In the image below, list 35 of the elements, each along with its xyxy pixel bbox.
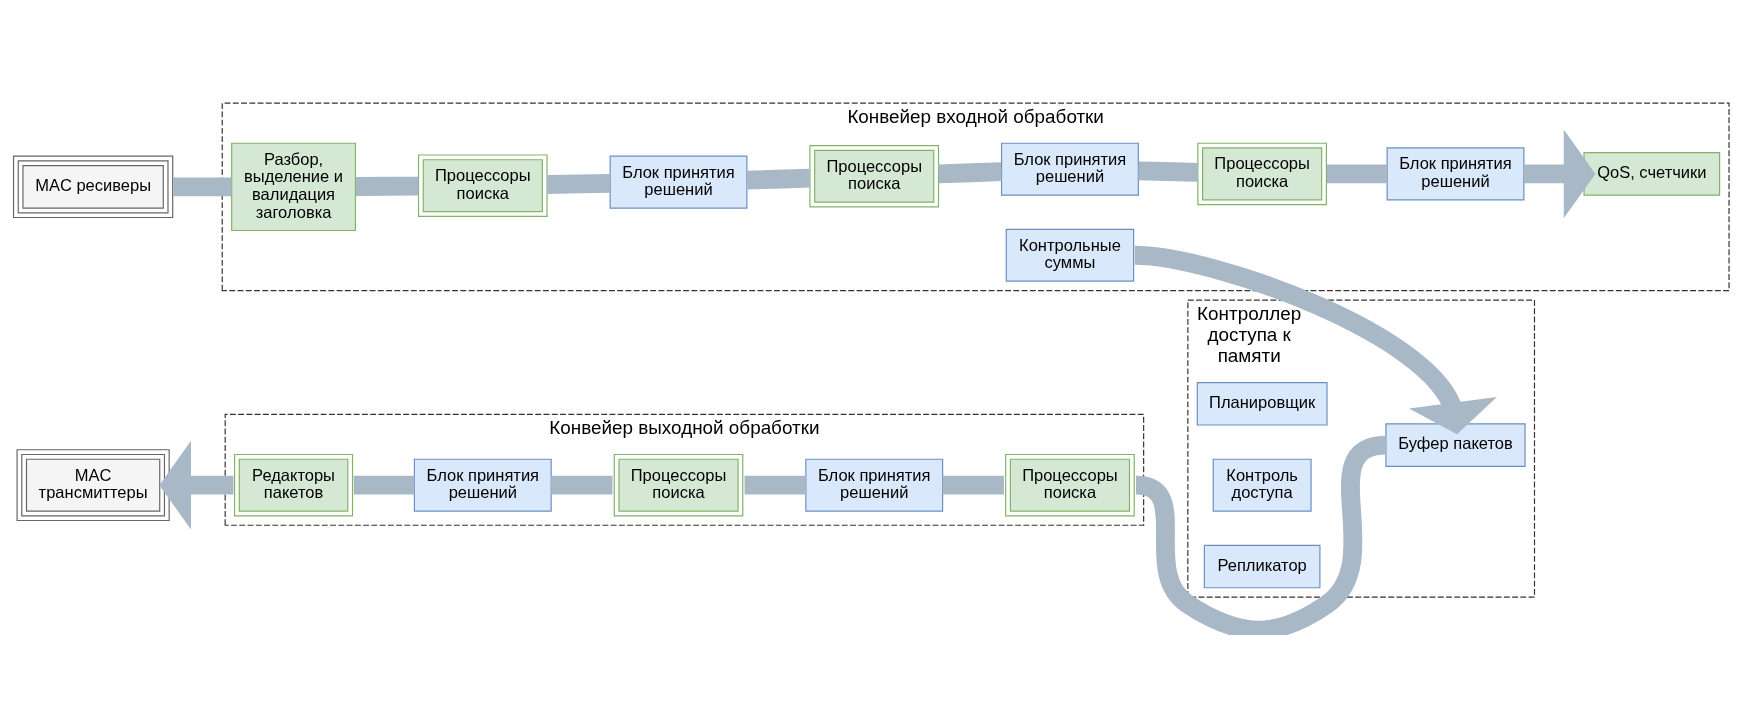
connector [1134, 435, 1388, 635]
connector [353, 475, 415, 495]
connector [942, 475, 1004, 495]
connector [551, 475, 613, 495]
connector [938, 162, 1002, 184]
node-box: Контрольные суммы [1005, 228, 1135, 282]
node-box: Блок принятия решений [1386, 147, 1525, 201]
node-box: Блок принятия решений [1001, 142, 1139, 196]
node-box: Репликатор [1203, 544, 1321, 589]
node-box: Разбор, выделение и валидация заголовка [231, 142, 357, 232]
node-box: Планировщик [1196, 382, 1328, 426]
node-box: Процессоры поиска [809, 145, 940, 208]
node-box: MAC ресиверы [12, 155, 174, 219]
node-box: Блок принятия решений [609, 155, 748, 209]
node-box: Блок принятия решений [413, 458, 552, 512]
node-box: Редакторы пакетов [234, 453, 354, 517]
node-box: Буфер пакетов [1385, 423, 1526, 467]
node-box: Блок принятия решений [805, 458, 944, 512]
arrow [1134, 245, 1497, 435]
connector [1138, 161, 1199, 182]
connector [173, 177, 232, 197]
node-box: Процессоры поиска [417, 154, 548, 217]
connector [547, 173, 611, 194]
node-box: Процессоры поиска [1005, 453, 1135, 517]
node-box: QoS, счетчики [1583, 152, 1721, 196]
node-box: Контроль доступа [1212, 458, 1312, 512]
node-box: MAC трансмиттеры [16, 449, 170, 522]
node-box: Процессоры поиска [1197, 142, 1327, 206]
connector [1326, 164, 1388, 184]
arrow [1523, 129, 1596, 219]
connector [747, 168, 810, 190]
node-box: Процессоры поиска [613, 453, 744, 517]
arrow [159, 440, 234, 530]
connector [355, 176, 419, 196]
connector [744, 475, 806, 495]
